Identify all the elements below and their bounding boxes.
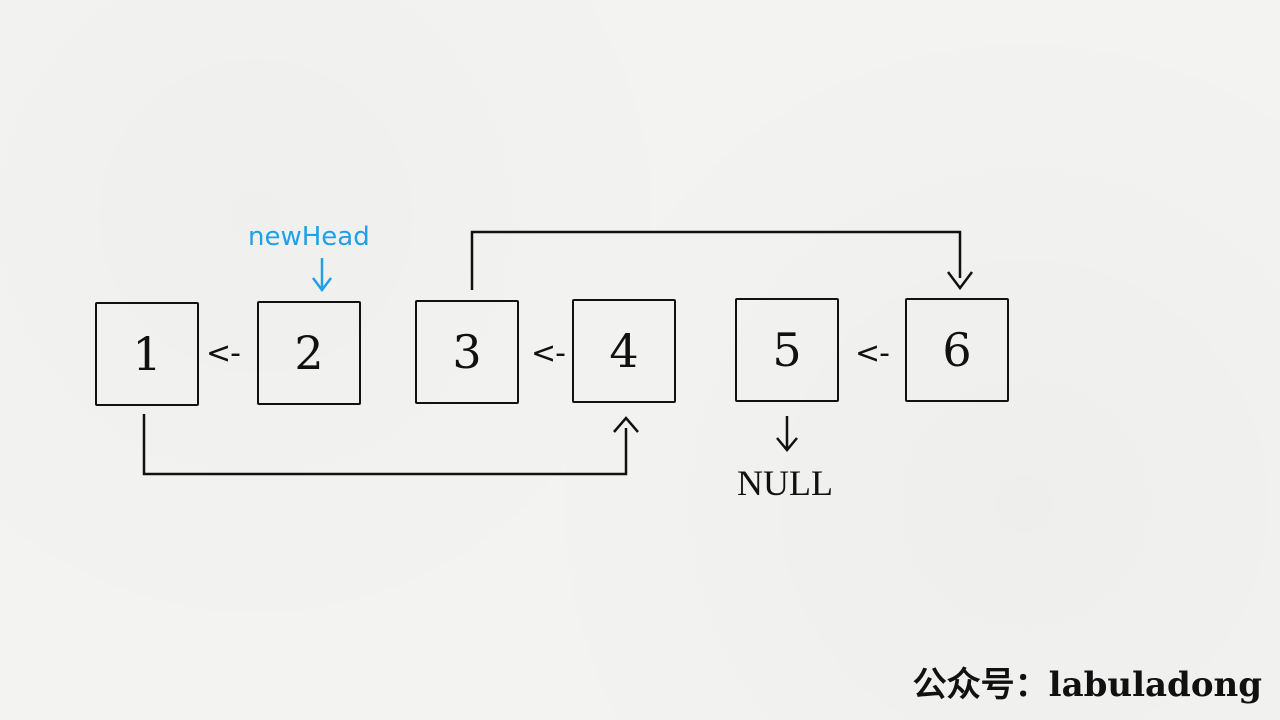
list-node-3: 3 (415, 300, 519, 404)
list-node-1: 1 (95, 302, 199, 406)
arrowhead-into-4 (613, 416, 639, 433)
arrowhead-into-6 (947, 271, 973, 291)
list-node-2: 2 (257, 301, 361, 405)
reverse-arrow-2-to-1: <- (206, 336, 241, 371)
list-node-4: 4 (572, 299, 676, 403)
reverse-arrow-4-to-3: <- (531, 336, 566, 371)
newhead-pointer-label: newHead (248, 222, 370, 252)
list-node-5: 5 (735, 298, 839, 402)
null-label: NULL (737, 463, 833, 503)
node-value: 2 (294, 326, 324, 380)
list-node-6: 6 (905, 298, 1009, 402)
node-value: 5 (772, 323, 802, 377)
reverse-arrow-6-to-5: <- (855, 336, 890, 371)
node-value: 3 (452, 325, 482, 379)
connector-1-to-4 (142, 414, 628, 476)
node-value: 1 (132, 327, 162, 381)
connector-3-to-6 (470, 230, 962, 290)
null-arrowhead (776, 437, 798, 452)
newhead-arrowhead (312, 277, 332, 293)
node-value: 4 (609, 324, 639, 378)
watermark: 公众号：labuladong (912, 665, 1262, 705)
node-value: 6 (942, 323, 972, 377)
